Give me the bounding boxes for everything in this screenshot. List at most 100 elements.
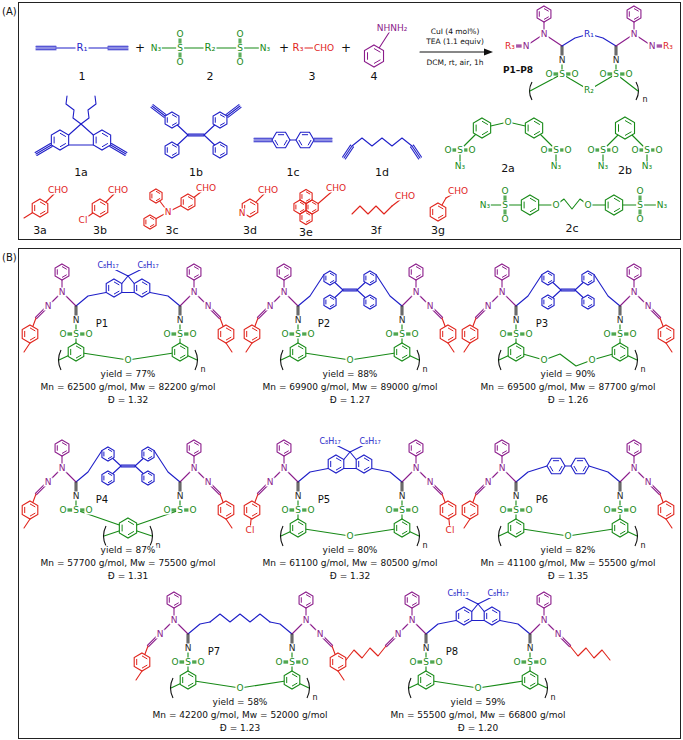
ring-double-bond <box>402 346 407 349</box>
aromatic-ring <box>277 440 291 456</box>
chem-label: 1 <box>78 71 87 82</box>
aromatic-ring <box>525 118 542 138</box>
ring-double-bond <box>103 452 104 457</box>
ring-double-bond <box>143 476 144 481</box>
triple-bond <box>343 145 351 157</box>
triple-bond <box>35 144 50 153</box>
chem-label: CHO <box>447 187 469 196</box>
aromatic-ring <box>290 343 306 361</box>
chem-label: N <box>412 288 421 297</box>
ring-double-bond <box>174 603 179 606</box>
chem-label: O <box>635 215 644 224</box>
chem-label: N <box>630 288 639 297</box>
alkyl-chain <box>154 451 180 483</box>
ring-double-bond <box>226 337 231 340</box>
ring-double-bond <box>62 451 67 454</box>
aromatic-ring <box>521 195 538 215</box>
ring-double-bond <box>150 217 154 219</box>
aromatic-ring <box>537 6 551 22</box>
ring-double-bond <box>402 355 407 358</box>
triple-bond <box>111 145 126 154</box>
ring-double-bond <box>614 198 620 201</box>
ring-double-bond <box>464 331 465 337</box>
ring-double-bond <box>57 445 58 450</box>
double-bond <box>188 135 204 136</box>
ring-double-bond <box>284 451 289 454</box>
chem-label: 3a <box>32 225 48 236</box>
ring-double-bond <box>76 355 81 358</box>
triple-bond <box>152 106 165 116</box>
ring-double-bond <box>448 337 453 340</box>
chem-label: Đ = 1.26 <box>547 396 589 405</box>
chem-label: S <box>176 330 184 339</box>
polymer-bracket <box>281 350 284 370</box>
chem-label: O <box>538 658 547 667</box>
ring-double-bond <box>502 275 507 278</box>
ring-double-bond <box>103 476 104 481</box>
aromatic-ring <box>627 6 641 22</box>
ring-double-bond <box>438 215 443 218</box>
chem-label: CHO <box>325 184 347 193</box>
ring-double-bond <box>252 513 257 516</box>
ring-double-bond <box>325 300 326 305</box>
ring-double-bond <box>142 656 147 659</box>
chem-label: N <box>512 316 521 325</box>
ring-double-bond <box>583 276 584 281</box>
bond <box>350 452 356 460</box>
ring-double-bond <box>292 683 297 686</box>
ring-double-bond <box>301 597 302 602</box>
chem-label: O <box>280 330 289 339</box>
chem-label: N <box>616 316 625 325</box>
chem-label: 1b <box>188 167 204 178</box>
aromatic-ring <box>299 592 313 608</box>
chem-label: yield = 87% <box>100 546 157 555</box>
chem-label: S <box>398 506 406 515</box>
aromatic-ring <box>244 325 260 343</box>
chem-label: N <box>266 478 275 487</box>
chem-label: S <box>512 330 520 339</box>
chem-label: N <box>408 616 417 625</box>
triple-bond <box>412 146 420 158</box>
ring-double-bond <box>24 331 25 337</box>
chem-label: Mn = 62500 g/mol, Mw = 82200 g/mol <box>40 383 217 392</box>
chem-label: n <box>639 542 646 550</box>
ring-double-bond <box>510 349 511 355</box>
ring-double-bond <box>298 531 303 534</box>
aromatic-ring <box>102 447 114 461</box>
chem-label: n <box>549 694 556 702</box>
alkyl-chain <box>346 646 386 660</box>
ring-double-bond <box>302 134 308 135</box>
ring-double-bond <box>502 267 507 270</box>
ring-double-bond <box>365 276 366 281</box>
chem-label: Cl <box>445 526 456 535</box>
chem-label: S <box>456 146 464 155</box>
ring-double-bond <box>407 597 408 602</box>
ring-double-bond <box>220 115 225 118</box>
aromatic-ring <box>165 142 179 158</box>
alkyl-chain <box>594 275 620 307</box>
bond <box>136 671 142 680</box>
ring-double-bond <box>426 674 431 677</box>
alkyl-chain <box>81 96 96 124</box>
aromatic-ring <box>462 325 478 343</box>
aromatic-ring <box>542 271 554 285</box>
chem-label: O <box>635 187 644 196</box>
ring-double-bond <box>666 337 671 340</box>
ring-double-bond <box>470 504 475 507</box>
triple-bond <box>108 46 128 47</box>
ring-double-bond <box>338 665 343 668</box>
ring-double-bond <box>367 52 368 59</box>
chem-label: N <box>630 30 639 39</box>
polymer-bracket <box>307 678 310 698</box>
ring-double-bond <box>553 460 559 461</box>
chem-label: N <box>184 644 193 653</box>
ring-double-bond <box>336 467 341 470</box>
ring-double-bond <box>370 273 374 275</box>
chem-label: O <box>306 506 315 515</box>
ring-double-bond <box>142 291 147 294</box>
aromatic-ring <box>106 279 122 297</box>
chem-label: N <box>164 208 173 217</box>
ring-double-bond <box>148 456 152 458</box>
ring-double-bond <box>30 513 35 516</box>
chem-label: S <box>526 658 534 667</box>
